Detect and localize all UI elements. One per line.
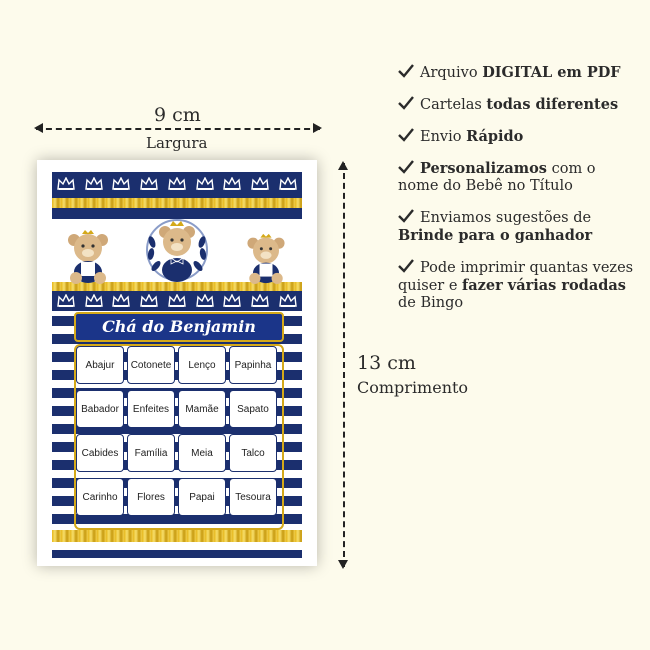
height-arrow [338,161,348,569]
bingo-cell: Babador [76,390,124,428]
bingo-cell: Lenço [178,346,226,384]
check-icon [398,259,414,273]
feature-text: Cartelas [420,97,487,113]
check-icon [398,160,414,174]
bingo-cell: Tesoura [229,478,277,516]
bingo-cell: Talco [229,434,277,472]
feature-item: Personalizamos com o nome do Bebê no Tít… [398,160,638,195]
feature-list: Arquivo DIGITAL em PDF Cartelas todas dif… [398,64,638,326]
check-icon [398,64,414,78]
feature-highlight: Personalizamos [420,160,547,177]
crown-icon [168,177,186,190]
bingo-cell: Cotonete [127,346,175,384]
feature-text: Pode imprimir quantas vezes quiser e [398,260,634,294]
feature-item: Arquivo DIGITAL em PDF [398,64,638,82]
bingo-cell: Cabides [76,434,124,472]
card-title: Chá do Benjamin [74,312,284,342]
crown-icon [57,294,75,307]
crown-icon [223,177,242,190]
crown-icon [140,294,158,307]
crown-icon [57,177,75,190]
bingo-cell: Abajur [76,346,124,384]
bingo-cell: Família [127,434,175,472]
feature-highlight: fazer várias rodadas [462,277,626,294]
crown-icon [195,177,214,190]
bingo-cell: Enfeites [127,390,175,428]
feature-text: com o nome do Bebê no Título [398,161,596,194]
gold-strip-mid [52,282,302,292]
crown-icon [251,177,270,190]
bingo-board-frame [74,344,284,530]
crown-icon [112,177,131,190]
feature-highlight: todas diferentes [486,96,619,113]
check-icon [398,96,414,110]
bingo-cell: Meia [178,434,226,472]
crown-icon [223,294,242,307]
feature-item: Envio Rápido [398,128,638,146]
feature-text: de Bingo [398,295,464,311]
crown-icon [84,177,103,190]
width-arrow [34,123,322,133]
feature-item: Cartelas todas diferentes [398,96,638,114]
crown-icon [140,177,158,190]
bingo-cell: Mamãe [178,390,226,428]
crown-icon [279,177,297,190]
check-icon [398,209,414,223]
crown-icon [251,294,270,307]
crown-icon [279,294,297,307]
feature-text: Arquivo [420,65,483,81]
feature-text: Envio [420,129,467,145]
feature-item: Enviamos sugestões de Brinde para o ganh… [398,209,638,245]
laurel-wreath-icon [146,219,208,282]
crown-row-top [52,174,302,194]
height-label: Comprimento [357,378,469,397]
feature-highlight: Brinde para o ganhador [398,227,593,244]
crown-icon [112,294,131,307]
feature-highlight: Rápido [466,128,524,145]
bingo-cell: Carinho [76,478,124,516]
teddy-bear-icon [68,230,108,284]
gold-strip-bottom [52,530,302,542]
crown-row-mid [52,291,302,311]
crown-icon [84,294,103,307]
check-icon [398,128,414,142]
feature-highlight: DIGITAL em PDF [482,64,621,81]
bingo-cell: Sapato [229,390,277,428]
crown-icon [195,294,214,307]
bingo-cell: Flores [127,478,175,516]
width-label: Largura [146,134,208,152]
top-band [52,172,302,219]
feature-text: Enviamos sugestões de [420,210,592,226]
height-value: 13 cm [357,352,416,374]
bingo-cell: Papinha [229,346,277,384]
gold-strip-top [52,198,302,208]
width-value: 9 cm [154,104,201,126]
teddy-bear-icon [247,233,285,284]
bingo-cell: Papai [178,478,226,516]
crown-icon [168,294,186,307]
feature-item: Pode imprimir quantas vezes quiser e faz… [398,259,638,312]
